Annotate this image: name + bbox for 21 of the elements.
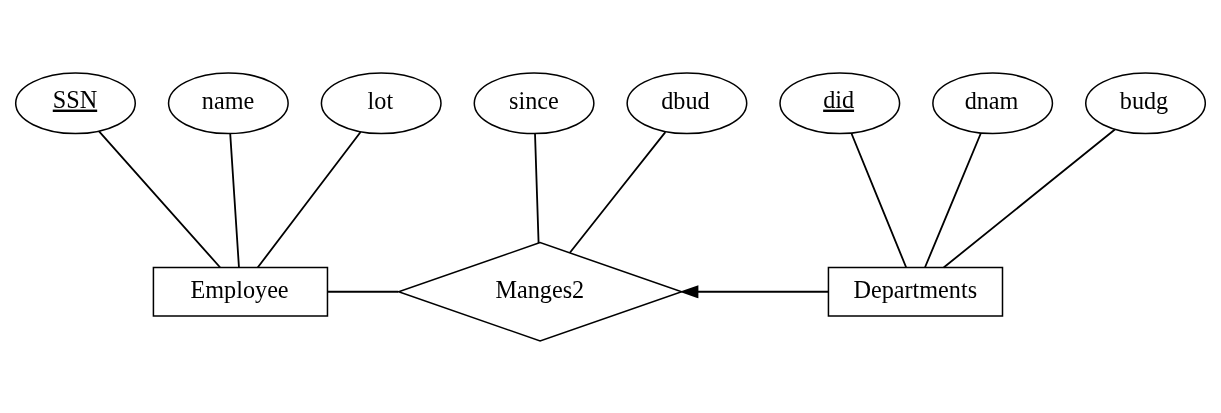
node-ellipse: since	[473, 71, 595, 134]
node-box: Employee	[152, 266, 329, 317]
node-diamond: Manges2	[396, 241, 684, 342]
connector	[924, 131, 982, 268]
node-ellipse: SSN	[14, 71, 136, 134]
connector	[98, 129, 222, 268]
node-ellipse: did	[779, 71, 901, 134]
connector	[534, 132, 540, 244]
node-ellipse: name	[167, 71, 289, 134]
node-box: Departments	[827, 266, 1004, 317]
node-ellipse: dbud	[626, 71, 748, 134]
connector	[256, 130, 362, 268]
connector	[942, 128, 1116, 268]
node-ellipse: lot	[320, 71, 442, 134]
connector	[568, 130, 667, 254]
arrow	[679, 284, 829, 298]
node-ellipse: budg	[1085, 71, 1207, 134]
node-ellipse: dnam	[932, 71, 1054, 134]
connector	[850, 131, 908, 268]
connector	[229, 132, 240, 268]
connector	[326, 290, 400, 293]
